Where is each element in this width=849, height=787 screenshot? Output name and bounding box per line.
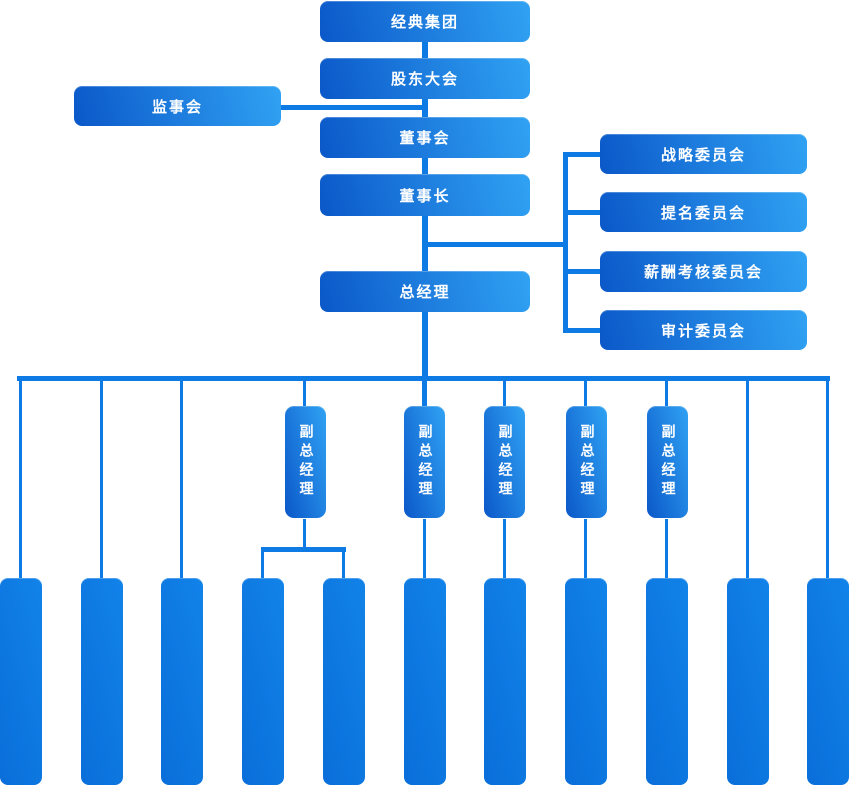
connector-deputy1-bar bbox=[261, 547, 346, 552]
node-group: 经典集团 bbox=[320, 1, 530, 42]
connector-deputy-stub-1 bbox=[303, 381, 306, 407]
department-box-4 bbox=[242, 578, 284, 785]
node-committee-compensation-label: 薪酬考核委员会 bbox=[643, 263, 763, 281]
connector-deputy-stub-4 bbox=[584, 381, 587, 407]
connector-supervisory bbox=[279, 105, 425, 110]
connector-committee-stub-3 bbox=[563, 269, 602, 274]
node-board-of-directors: 董事会 bbox=[320, 117, 530, 158]
connector-committee-trunk bbox=[563, 152, 568, 333]
node-deputy-gm-4-label: 副总经理 bbox=[578, 424, 595, 500]
node-committee-audit: 审计委员会 bbox=[600, 310, 807, 350]
connector-deputy1-bar-drop-right bbox=[342, 552, 345, 578]
node-committee-strategy: 战略委员会 bbox=[600, 134, 807, 174]
node-deputy-gm-4: 副总经理 bbox=[566, 406, 607, 518]
department-box-8 bbox=[565, 578, 607, 785]
connector-distribution bbox=[17, 376, 830, 381]
node-board-of-directors-label: 董事会 bbox=[399, 129, 451, 147]
department-box-9 bbox=[646, 578, 688, 785]
node-committee-strategy-label: 战略委员会 bbox=[660, 145, 746, 164]
node-general-manager-label: 总经理 bbox=[399, 283, 451, 301]
node-deputy-gm-3: 副总经理 bbox=[484, 406, 525, 518]
connector-committee-junction bbox=[425, 242, 565, 247]
node-deputy-gm-1: 副总经理 bbox=[285, 406, 326, 518]
node-deputy-gm-5-label: 副总经理 bbox=[659, 424, 676, 500]
node-general-manager: 总经理 bbox=[320, 271, 530, 312]
connector-deputy2-drop bbox=[423, 519, 426, 578]
connector-deputy4-drop bbox=[584, 519, 587, 578]
connector-deputy5-drop bbox=[665, 519, 668, 578]
connector-deputy-stub-3 bbox=[503, 381, 506, 407]
node-group-label: 经典集团 bbox=[390, 13, 459, 31]
node-chairman: 董事长 bbox=[320, 174, 530, 216]
department-box-1 bbox=[0, 578, 42, 785]
connector-drop-dept-10 bbox=[746, 381, 749, 578]
node-shareholders-meeting: 股东大会 bbox=[320, 58, 530, 99]
department-box-2 bbox=[81, 578, 123, 785]
connector-committee-stub-4 bbox=[563, 328, 602, 333]
node-deputy-gm-1-label: 副总经理 bbox=[297, 424, 314, 500]
connector-drop-dept-11 bbox=[826, 381, 829, 578]
node-deputy-gm-5: 副总经理 bbox=[647, 406, 688, 518]
node-shareholders-meeting-label: 股东大会 bbox=[390, 70, 459, 88]
connector-drop-dept-1 bbox=[19, 381, 22, 578]
department-box-10 bbox=[727, 578, 769, 785]
connector-deputy3-drop bbox=[503, 519, 506, 578]
department-box-6 bbox=[404, 578, 446, 785]
connector-drop-dept-3 bbox=[180, 381, 183, 578]
connector-committee-stub-2 bbox=[563, 210, 602, 215]
node-committee-nomination-label: 提名委员会 bbox=[660, 203, 746, 222]
department-box-7 bbox=[484, 578, 526, 785]
connector-deputy-stub-5 bbox=[665, 381, 668, 407]
node-deputy-gm-2: 副总经理 bbox=[404, 406, 445, 518]
node-chairman-label: 董事长 bbox=[399, 186, 451, 205]
node-deputy-gm-3-label: 副总经理 bbox=[496, 424, 513, 500]
node-supervisory-board: 监事会 bbox=[74, 86, 281, 126]
node-committee-nomination: 提名委员会 bbox=[600, 192, 807, 232]
node-committee-compensation: 薪酬考核委员会 bbox=[600, 251, 807, 292]
connector-deputy-stub-2 bbox=[422, 381, 427, 407]
node-committee-audit-label: 审计委员会 bbox=[660, 321, 746, 340]
node-supervisory-board-label: 监事会 bbox=[151, 97, 203, 116]
connector-drop-dept-2 bbox=[100, 381, 103, 578]
department-box-11 bbox=[807, 578, 849, 785]
connector-deputy1-drop bbox=[303, 519, 306, 547]
department-box-5 bbox=[323, 578, 365, 785]
node-deputy-gm-2-label: 副总经理 bbox=[416, 424, 433, 500]
connector-committee-stub-1 bbox=[563, 152, 602, 157]
connector-deputy1-bar-drop-left bbox=[261, 552, 264, 578]
department-box-3 bbox=[161, 578, 203, 785]
